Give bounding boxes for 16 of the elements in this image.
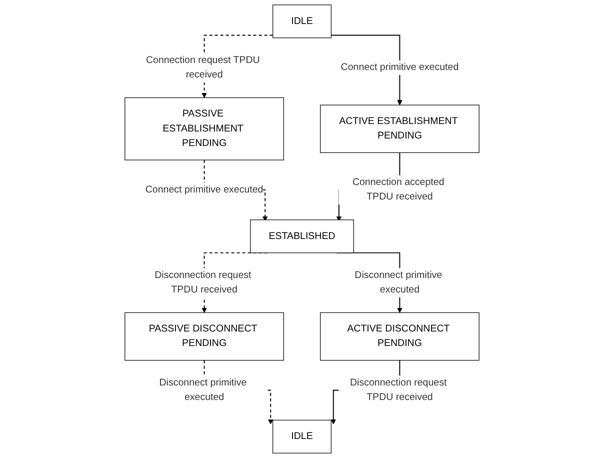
node-box: ACTIVE DISCONNECT PENDING [320, 312, 480, 361]
edge-label: Connection accepted TPDU received [352, 177, 444, 202]
node-box: ACTIVE ESTABLISHMENT PENDING [320, 104, 480, 153]
edge-label: Connect primitive executed [145, 184, 264, 195]
edge-label: Disconnect primitive executed [159, 377, 247, 402]
arrow [330, 34, 402, 106]
node-box: ESTABLISHED [250, 220, 354, 254]
node-box: PASSIVE ESTABLISHMENT PENDING [124, 97, 284, 160]
node-box: IDLE [272, 420, 332, 454]
edge-label: Disconnection request TPDU received [350, 377, 447, 402]
edge-label: Connect primitive executed [340, 62, 459, 73]
node-box: IDLE [272, 4, 332, 38]
edge-label: Connection request TPDU received [146, 54, 260, 80]
edge-label: Disconnection request TPDU received [154, 270, 252, 295]
node-box: PASSIVE DISCONNECT PENDING [124, 312, 284, 361]
edge-label: Disconnect primitive executed [354, 270, 442, 295]
